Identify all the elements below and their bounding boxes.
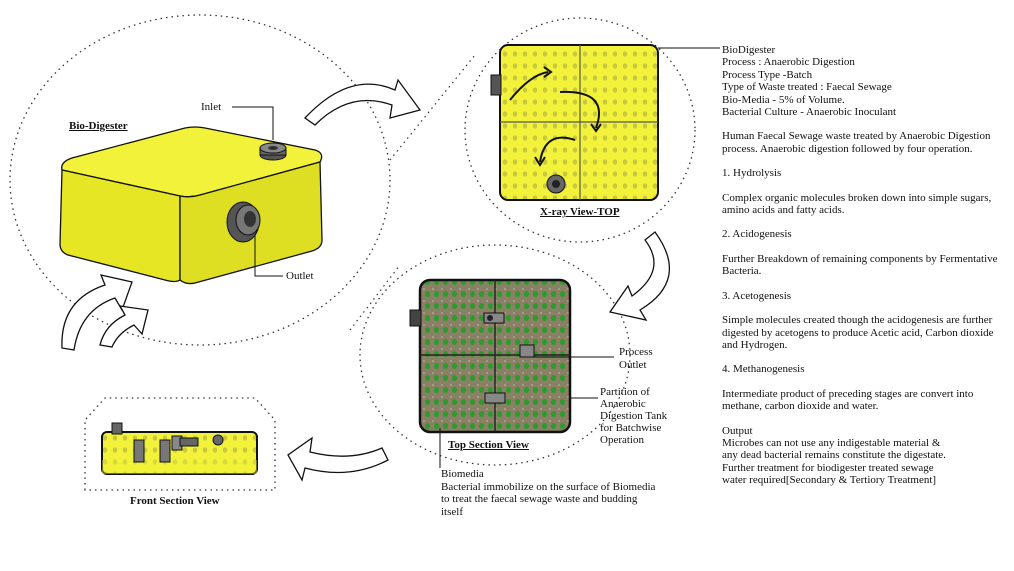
- biomedia-label: Biomedia Bacterial immobilize on the sur…: [441, 468, 656, 518]
- step-title: 1. Hydrolysis: [722, 167, 782, 180]
- bio-digester-boundary: [9, 14, 391, 346]
- flow-arrow: [304, 78, 422, 126]
- top-section-tank: [409, 278, 572, 434]
- output-line: Further treatment for biodigester treate…: [722, 461, 934, 474]
- front-section-title: Front Section View: [130, 495, 220, 507]
- partition-label: Partition of Anaerobic Digestion Tank fo…: [600, 386, 668, 446]
- xray-title: X-ray View-TOP: [540, 206, 620, 218]
- step-title: 3. Acetogenesis: [722, 289, 792, 302]
- bio-digester-title: Bio-Digester: [69, 120, 128, 132]
- top-section-boundary: [359, 244, 631, 466]
- outlet-label: Outlet: [286, 270, 314, 282]
- step-title: 2. Acidogenesis: [722, 228, 792, 241]
- front-section-tank: [101, 422, 258, 475]
- output-line: any dead bacterial remains constitute th…: [722, 449, 946, 462]
- connector-line: [349, 264, 401, 331]
- top-section-title: Top Section View: [448, 439, 529, 451]
- info-header-line: Bacterial Culture - Anaerobic Inoculant: [722, 106, 897, 119]
- info-header-line: Process Type -Batch: [722, 68, 813, 81]
- outlet-leader: [254, 235, 283, 277]
- info-header-line: BioDigester: [722, 44, 776, 56]
- flow-arrow: [287, 436, 389, 482]
- info-panel: BioDigester Process : Anaerobic Digestio…: [722, 44, 1012, 487]
- step-desc: Intermediate product of preceding stages…: [722, 387, 974, 413]
- info-header-line: Bio-Media - 5% of Volume.: [722, 93, 845, 106]
- output-line: Microbes can not use any indigestable ma…: [722, 436, 941, 449]
- step-title: 4. Methanogenesis: [722, 363, 805, 376]
- step-desc: Complex organic molecules broken down in…: [722, 191, 992, 217]
- info-header-line: Type of Waste treated : Faecal Sewage: [722, 81, 892, 94]
- info-header-line: Process : Anaerobic Digestion: [722, 56, 855, 69]
- bio-digester-tank: [59, 126, 323, 285]
- step-desc: Further Breakdown of remaining component…: [722, 252, 998, 278]
- xray-boundary: [464, 17, 696, 243]
- inlet-leader: [232, 106, 274, 140]
- output-title: Output: [722, 424, 753, 437]
- inlet-label: Inlet: [201, 101, 222, 113]
- flow-arrow: [99, 305, 149, 348]
- connector-line: [389, 54, 476, 161]
- output-line: water required[Secondary & Tertiory Trea…: [722, 474, 937, 487]
- info-intro: Human Faecal Sewage waste treated by Ana…: [722, 130, 991, 155]
- flow-arrow: [608, 231, 670, 321]
- flow-arrow: [61, 274, 133, 351]
- xray-tank: [490, 44, 659, 201]
- step-desc: Simple molecules created though the acid…: [722, 314, 994, 351]
- process-outlet-label: Process Outlet: [619, 346, 653, 371]
